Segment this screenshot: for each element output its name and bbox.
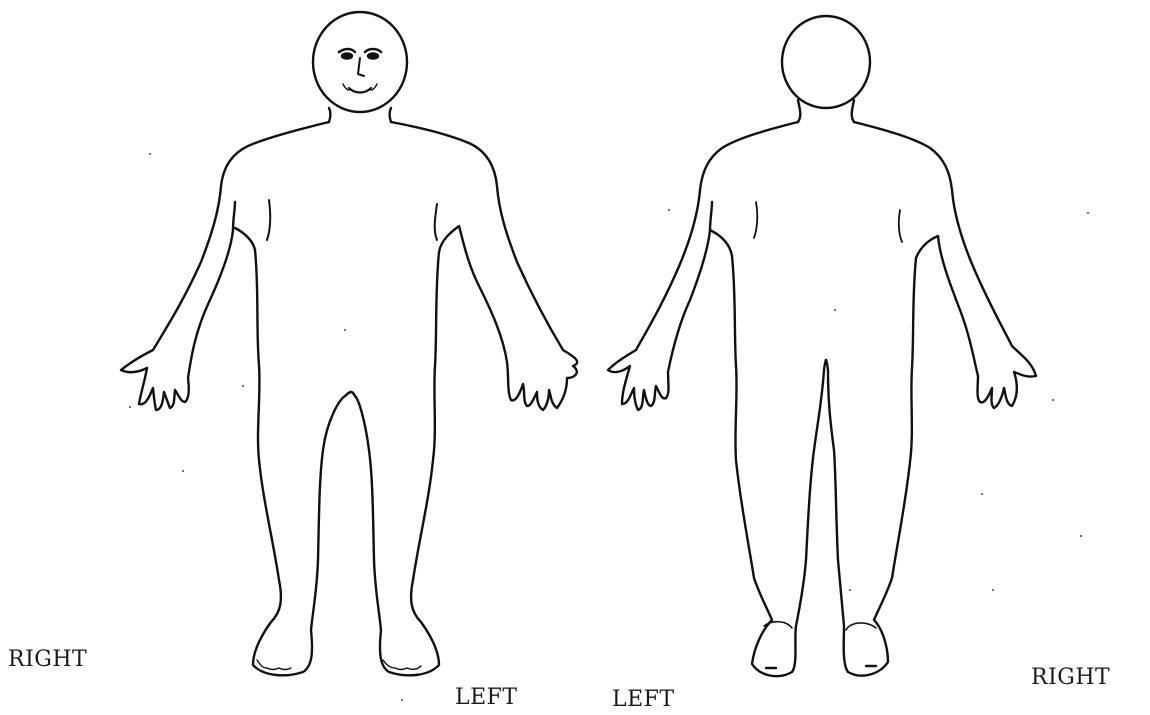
front-right-label: RIGHT	[8, 647, 87, 672]
front-left-label: LEFT	[455, 685, 518, 710]
front-body-outline-right	[351, 122, 577, 675]
back-body-outline-right	[826, 122, 1036, 676]
front-body-outline	[121, 122, 351, 675]
back-body-outline	[608, 122, 826, 676]
back-figure	[608, 16, 1036, 676]
front-figure	[121, 12, 577, 675]
back-head	[782, 16, 870, 108]
back-left-label: LEFT	[612, 687, 675, 712]
back-right-label: RIGHT	[1031, 665, 1110, 690]
